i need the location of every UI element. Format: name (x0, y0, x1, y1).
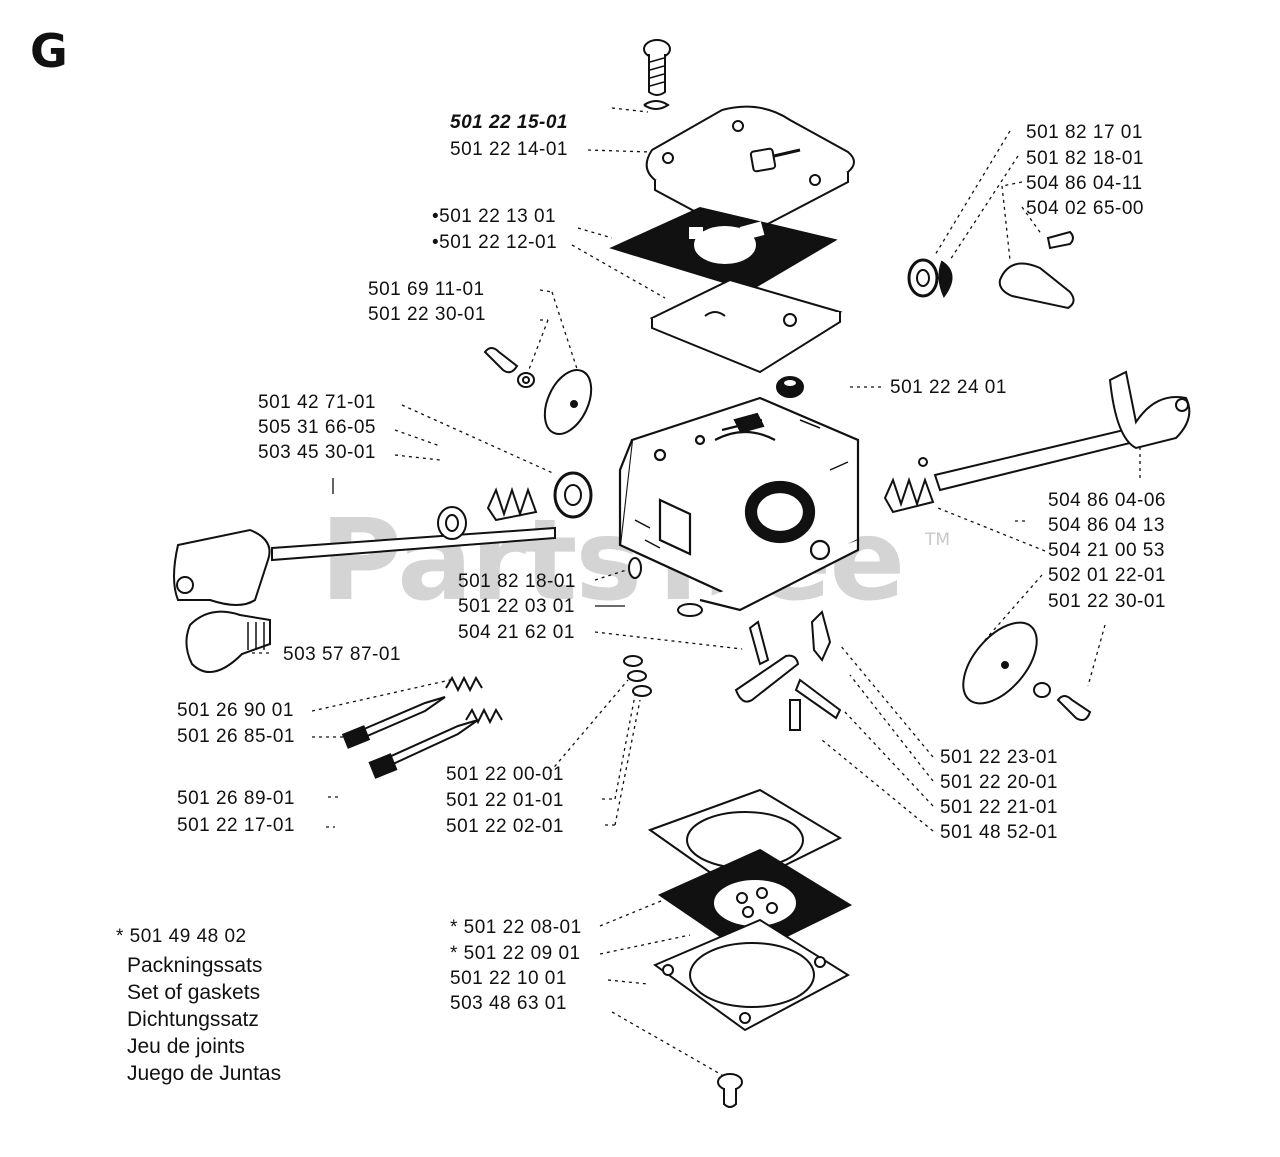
part-label-501821801-mid[interactable]: 501 82 18-01 (458, 571, 576, 592)
section-letter: G (30, 24, 68, 78)
pump-gasket (609, 206, 838, 292)
part-label-501222301[interactable]: 501 22 23-01 (940, 747, 1058, 768)
plug (776, 376, 804, 398)
throttle-lever-parts (907, 230, 1075, 310)
leader-lines (252, 107, 1141, 1076)
part-label-501691101[interactable]: 501 69 11-01 (368, 279, 485, 300)
part-label-504026500[interactable]: 504 02 65-00 (1026, 198, 1144, 219)
part-label-501221501[interactable]: 501 22 15-01 (450, 112, 568, 133)
part-label-503578701[interactable]: 503 57 87-01 (283, 644, 401, 665)
part-label-501221201[interactable]: •501 22 12-01 (432, 232, 558, 253)
part-label-501221001[interactable]: 501 22 10 01 (450, 968, 567, 989)
part-label-501220901[interactable]: * 501 22 09 01 (450, 943, 581, 964)
carburetor-body (618, 396, 860, 612)
needle-lever (734, 610, 842, 731)
part-label-501221301[interactable]: •501 22 13 01 (432, 206, 557, 227)
part-label-501223001-left[interactable]: 501 22 30-01 (368, 304, 486, 325)
part-label-505316605[interactable]: 505 31 66-05 (258, 417, 376, 438)
cover-screw (643, 39, 671, 110)
part-label-501220001[interactable]: 501 22 00-01 (446, 764, 564, 785)
part-label-501268901[interactable]: 501 26 89-01 (177, 788, 295, 809)
part-label-504216201[interactable]: 504 21 62 01 (458, 622, 575, 643)
part-label-501821701[interactable]: 501 82 17 01 (1026, 122, 1143, 143)
part-label-501220101[interactable]: 501 22 01-01 (446, 790, 564, 811)
part-label-501220201[interactable]: 501 22 02-01 (446, 816, 564, 837)
part-label-501221401[interactable]: 501 22 14-01 (450, 139, 568, 160)
part-label-501821801-top[interactable]: 501 82 18-01 (1026, 148, 1144, 169)
trademark-symbol: TM (925, 530, 951, 550)
throttle-shaft (883, 370, 1191, 514)
part-label-501220301[interactable]: 501 22 03 01 (458, 596, 575, 617)
part-label-504860411[interactable]: 504 86 04-11 (1026, 173, 1143, 194)
choke-shaft (173, 471, 593, 606)
screw-washer-disc (483, 347, 593, 435)
gasket-kit-name-german: Dichtungssatz (127, 1008, 259, 1031)
part-label-501222401[interactable]: 501 22 24 01 (890, 377, 1007, 398)
part-label-503453001[interactable]: 503 45 30-01 (258, 442, 376, 463)
part-label-501269001[interactable]: 501 26 90 01 (177, 700, 294, 721)
idle-screw (185, 610, 271, 673)
part-label-504210053[interactable]: 504 21 00 53 (1048, 540, 1165, 561)
gasket-kit-part-number[interactable]: * 501 49 48 02 (116, 926, 247, 947)
o-rings (623, 557, 703, 697)
part-label-501268501[interactable]: 501 26 85-01 (177, 726, 295, 747)
metering-diaphragm-stack (647, 788, 853, 1108)
gasket-kit-name-spanish: Juego de Juntas (127, 1062, 282, 1085)
gasket-kit-name-english: Set of gaskets (127, 981, 261, 1004)
pump-cover (645, 105, 855, 233)
part-label-504860413[interactable]: 504 86 04 13 (1048, 515, 1165, 536)
part-label-504860406[interactable]: 504 86 04-06 (1048, 490, 1166, 511)
adjustment-needles (341, 675, 503, 779)
part-label-503486301[interactable]: 503 48 63 01 (450, 993, 567, 1014)
part-label-501221701[interactable]: 501 22 17-01 (177, 815, 295, 836)
pump-diaphragm (649, 278, 843, 374)
part-label-501220801[interactable]: * 501 22 08-01 (450, 917, 582, 938)
metering-cover-disc (962, 621, 1092, 721)
part-label-501222001[interactable]: 501 22 20-01 (940, 772, 1058, 793)
gasket-kit-name-french: Jeu de joints (127, 1035, 245, 1058)
part-label-501222101[interactable]: 501 22 21-01 (940, 797, 1058, 818)
part-label-501427101[interactable]: 501 42 71-01 (258, 392, 376, 413)
part-label-501223001-right[interactable]: 501 22 30-01 (1048, 591, 1166, 612)
part-label-501485201[interactable]: 501 48 52-01 (940, 822, 1058, 843)
gasket-kit-name-swedish: Packningssats (127, 954, 263, 977)
part-label-502012201[interactable]: 502 01 22-01 (1048, 565, 1166, 586)
